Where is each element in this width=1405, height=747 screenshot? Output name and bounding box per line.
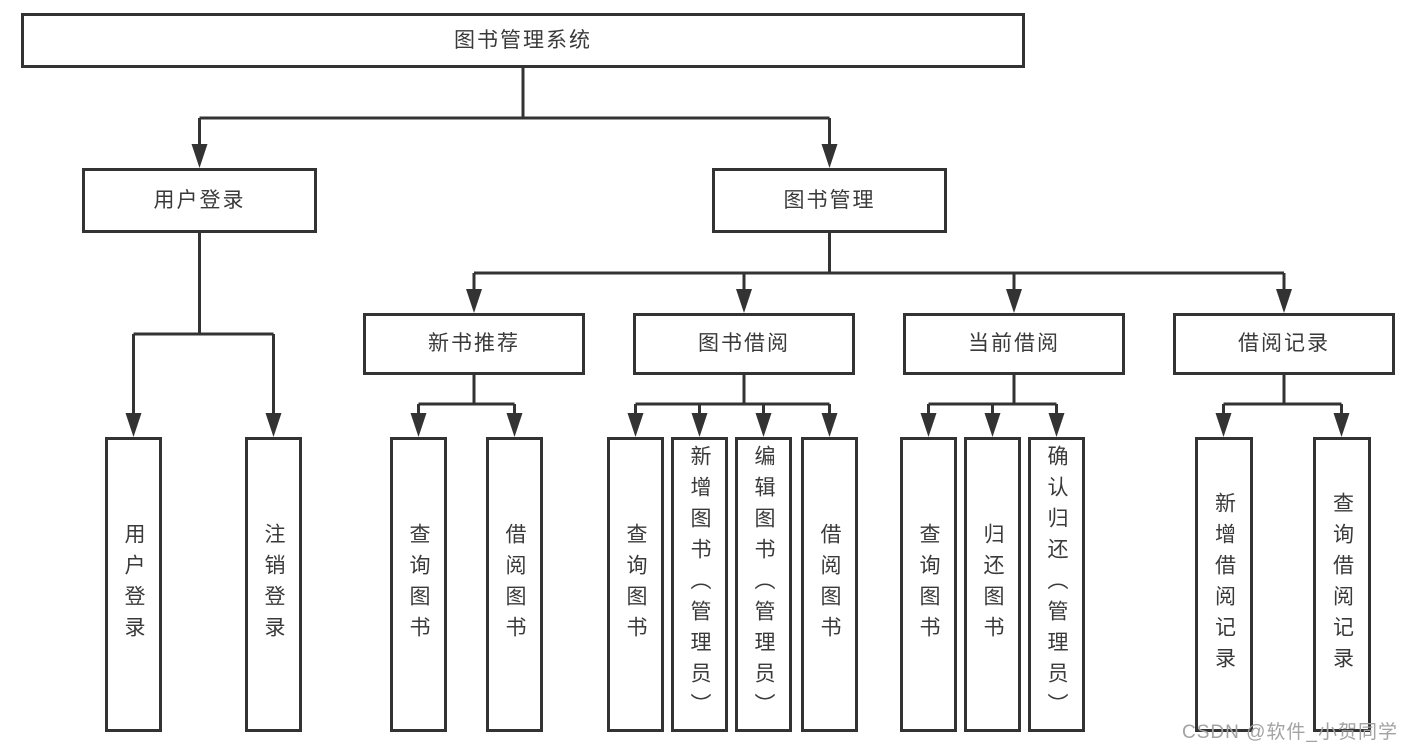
leaf-add-borrow-record: 新增借阅记录 <box>1195 437 1253 732</box>
tree-edges <box>132 68 1343 415</box>
arrowhead <box>1215 413 1232 437</box>
node-current-borrow: 当前借阅 <box>903 313 1125 375</box>
leaf-return-books: 归还图书 <box>964 437 1021 732</box>
leaf-query-books-recommend: 查询图书 <box>390 437 447 732</box>
edge-book-management-fork <box>472 233 1286 291</box>
node-label: 查询借阅记录 <box>1330 491 1354 678</box>
arrowhead <box>466 289 482 313</box>
leaf-query-books-current: 查询图书 <box>900 437 957 732</box>
leaf-add-books-admin: 新增图书（管理员） <box>671 437 728 732</box>
edge-borrow-records-fork <box>1222 375 1343 415</box>
watermark: CSDN @软件_小贺同学 <box>1182 722 1398 743</box>
leaf-user-login: 用户登录 <box>105 437 162 732</box>
arrowheads <box>125 144 1350 437</box>
node-label: 编辑图书（管理员） <box>752 445 776 724</box>
node-label: 查询图书 <box>624 522 648 647</box>
leaf-confirm-return-admin: 确认归还（管理员） <box>1028 437 1085 732</box>
arrowhead <box>1006 289 1022 313</box>
node-user-login: 用户登录 <box>82 168 317 233</box>
edge-book-borrow-fork <box>634 375 831 415</box>
node-borrow-records: 借阅记录 <box>1173 313 1395 375</box>
leaf-borrow-books-recommend: 借阅图书 <box>486 437 543 732</box>
arrowhead <box>627 413 644 437</box>
node-label: 注销登录 <box>262 522 286 647</box>
edge-current-borrow-fork <box>927 375 1058 415</box>
arrowhead <box>821 413 838 437</box>
node-label: 用户登录 <box>153 188 246 212</box>
node-label: 用户登录 <box>122 522 146 647</box>
node-label: 借阅图书 <box>503 522 527 647</box>
arrowhead <box>410 413 427 437</box>
edge-root <box>198 68 831 146</box>
arrowhead <box>125 413 142 437</box>
node-label: 查询图书 <box>917 522 941 647</box>
node-label: 新增图书（管理员） <box>688 445 712 724</box>
arrowhead <box>755 413 772 437</box>
edge-new-book-recommend-fork <box>417 375 516 415</box>
arrowhead <box>191 144 208 168</box>
leaf-logout: 注销登录 <box>245 437 302 732</box>
arrowhead <box>736 289 752 313</box>
node-label: 借阅图书 <box>818 522 842 647</box>
node-label: 确认归还（管理员） <box>1045 445 1069 724</box>
leaf-query-books-borrow: 查询图书 <box>607 437 664 732</box>
arrowhead <box>1048 413 1065 437</box>
arrowhead <box>821 144 838 168</box>
edge-user-login-fork <box>132 233 275 415</box>
arrowhead <box>1333 413 1350 437</box>
leaf-edit-books-admin: 编辑图书（管理员） <box>735 437 792 732</box>
arrowhead <box>506 413 523 437</box>
leaf-borrow-books: 借阅图书 <box>801 437 858 732</box>
node-label: 归还图书 <box>981 522 1005 647</box>
node-label: 借阅记录 <box>1238 332 1330 356</box>
arrowhead <box>1276 289 1292 313</box>
arrowhead <box>920 413 937 437</box>
leaf-query-borrow-record: 查询借阅记录 <box>1313 437 1371 732</box>
node-new-book-recommend: 新书推荐 <box>363 313 585 375</box>
node-label: 图书管理系统 <box>454 28 592 52</box>
node-library-management-system: 图书管理系统 <box>21 13 1025 68</box>
node-label: 查询图书 <box>407 522 431 647</box>
node-book-management: 图书管理 <box>712 168 947 233</box>
node-label: 图书管理 <box>783 188 876 212</box>
arrowhead <box>984 413 1001 437</box>
node-label: 新增借阅记录 <box>1212 491 1236 678</box>
arrowhead <box>265 413 282 437</box>
arrowhead <box>691 413 708 437</box>
node-label: 新书推荐 <box>428 332 520 356</box>
node-label: 图书借阅 <box>698 332 790 356</box>
node-book-borrow: 图书借阅 <box>633 313 855 375</box>
node-label: 当前借阅 <box>968 332 1060 356</box>
